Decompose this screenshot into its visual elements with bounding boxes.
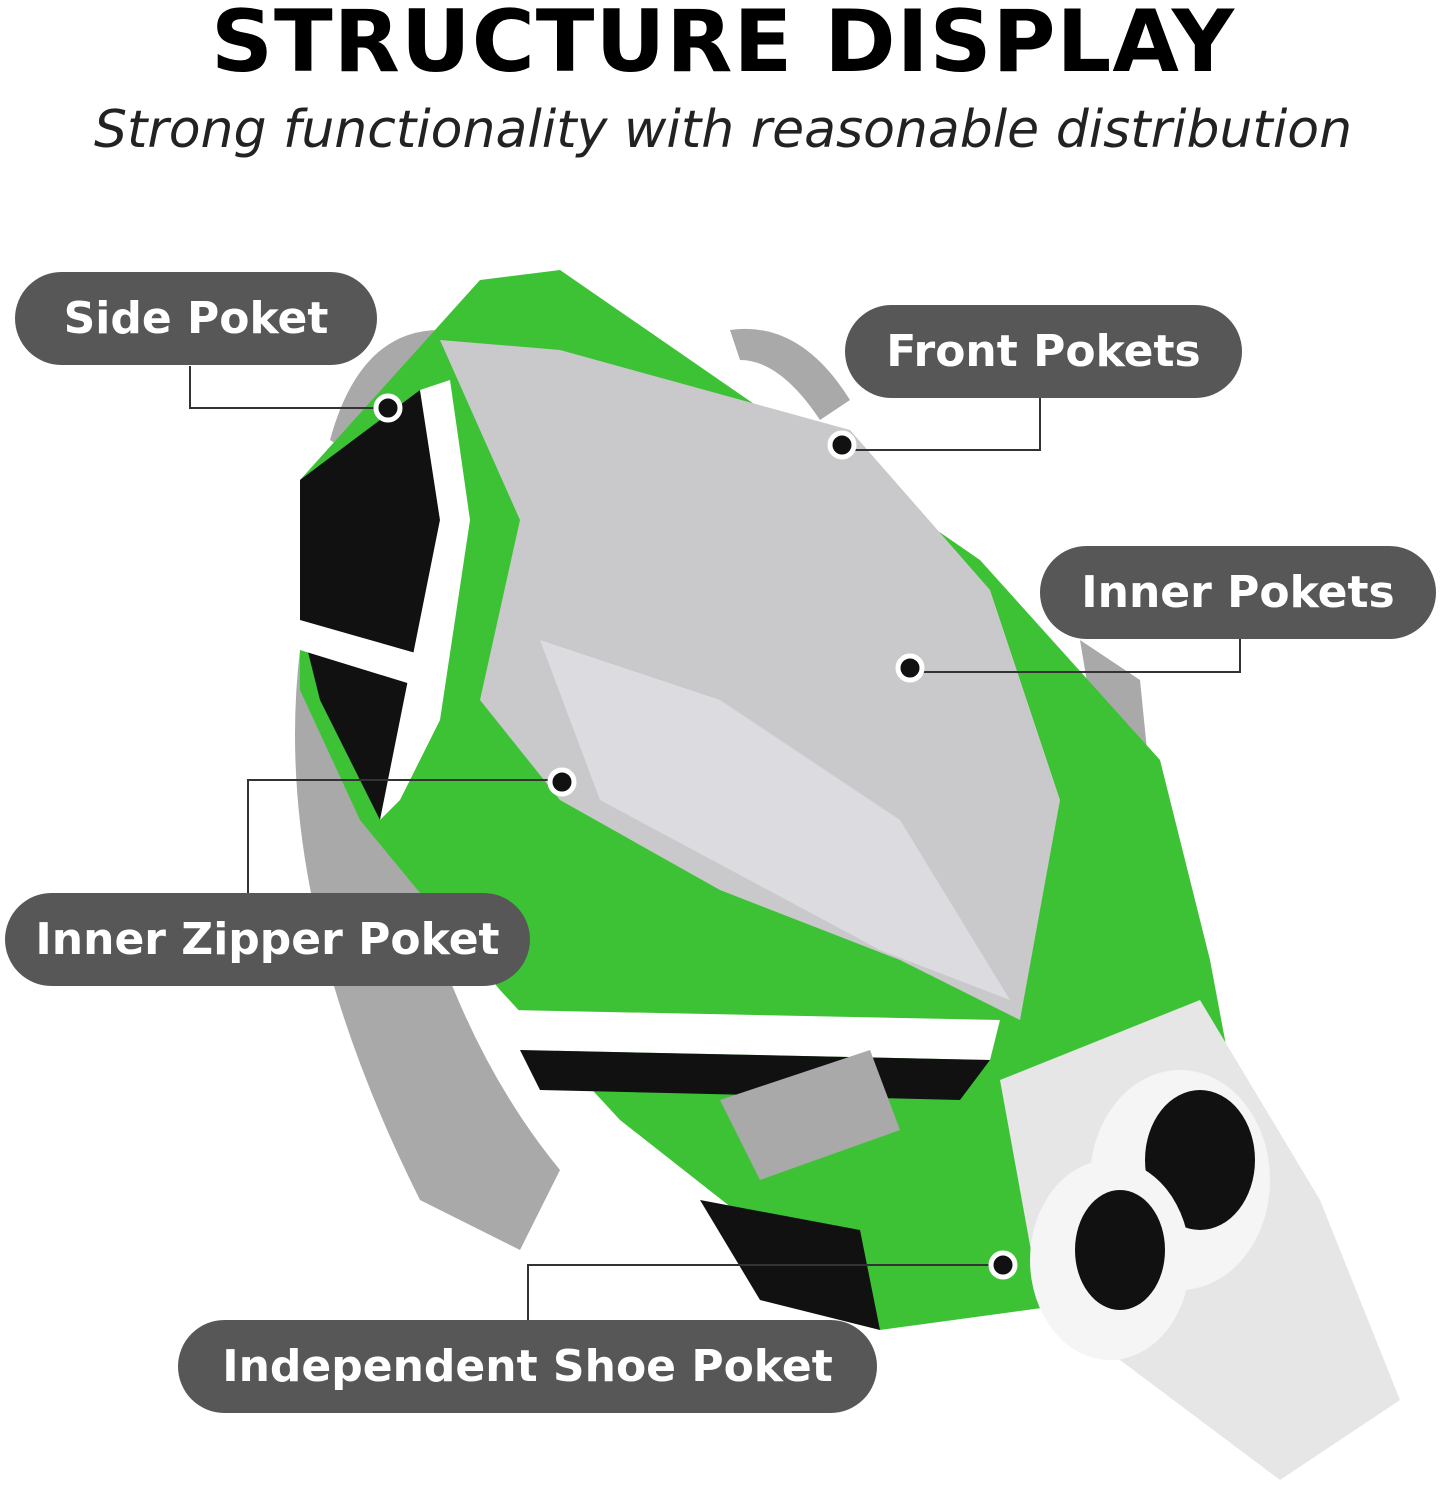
- callout-front-pockets: Front Pokets: [845, 305, 1242, 398]
- callout-dot: [827, 430, 857, 460]
- callout-dot: [895, 653, 925, 683]
- callout-shoe-pocket: Independent Shoe Poket: [178, 1320, 877, 1413]
- callout-dot: [373, 393, 403, 423]
- callout-dot: [547, 767, 577, 797]
- callout-side-pocket: Side Poket: [15, 272, 377, 365]
- callout-dot: [988, 1250, 1018, 1280]
- page-title: STRUCTURE DISPLAY: [211, 0, 1235, 92]
- callout-inner-zipper-pocket: Inner Zipper Poket: [5, 893, 530, 986]
- page-subtitle: Strong functionality with reasonable dis…: [93, 100, 1353, 160]
- callout-inner-pockets: Inner Pokets: [1040, 546, 1436, 639]
